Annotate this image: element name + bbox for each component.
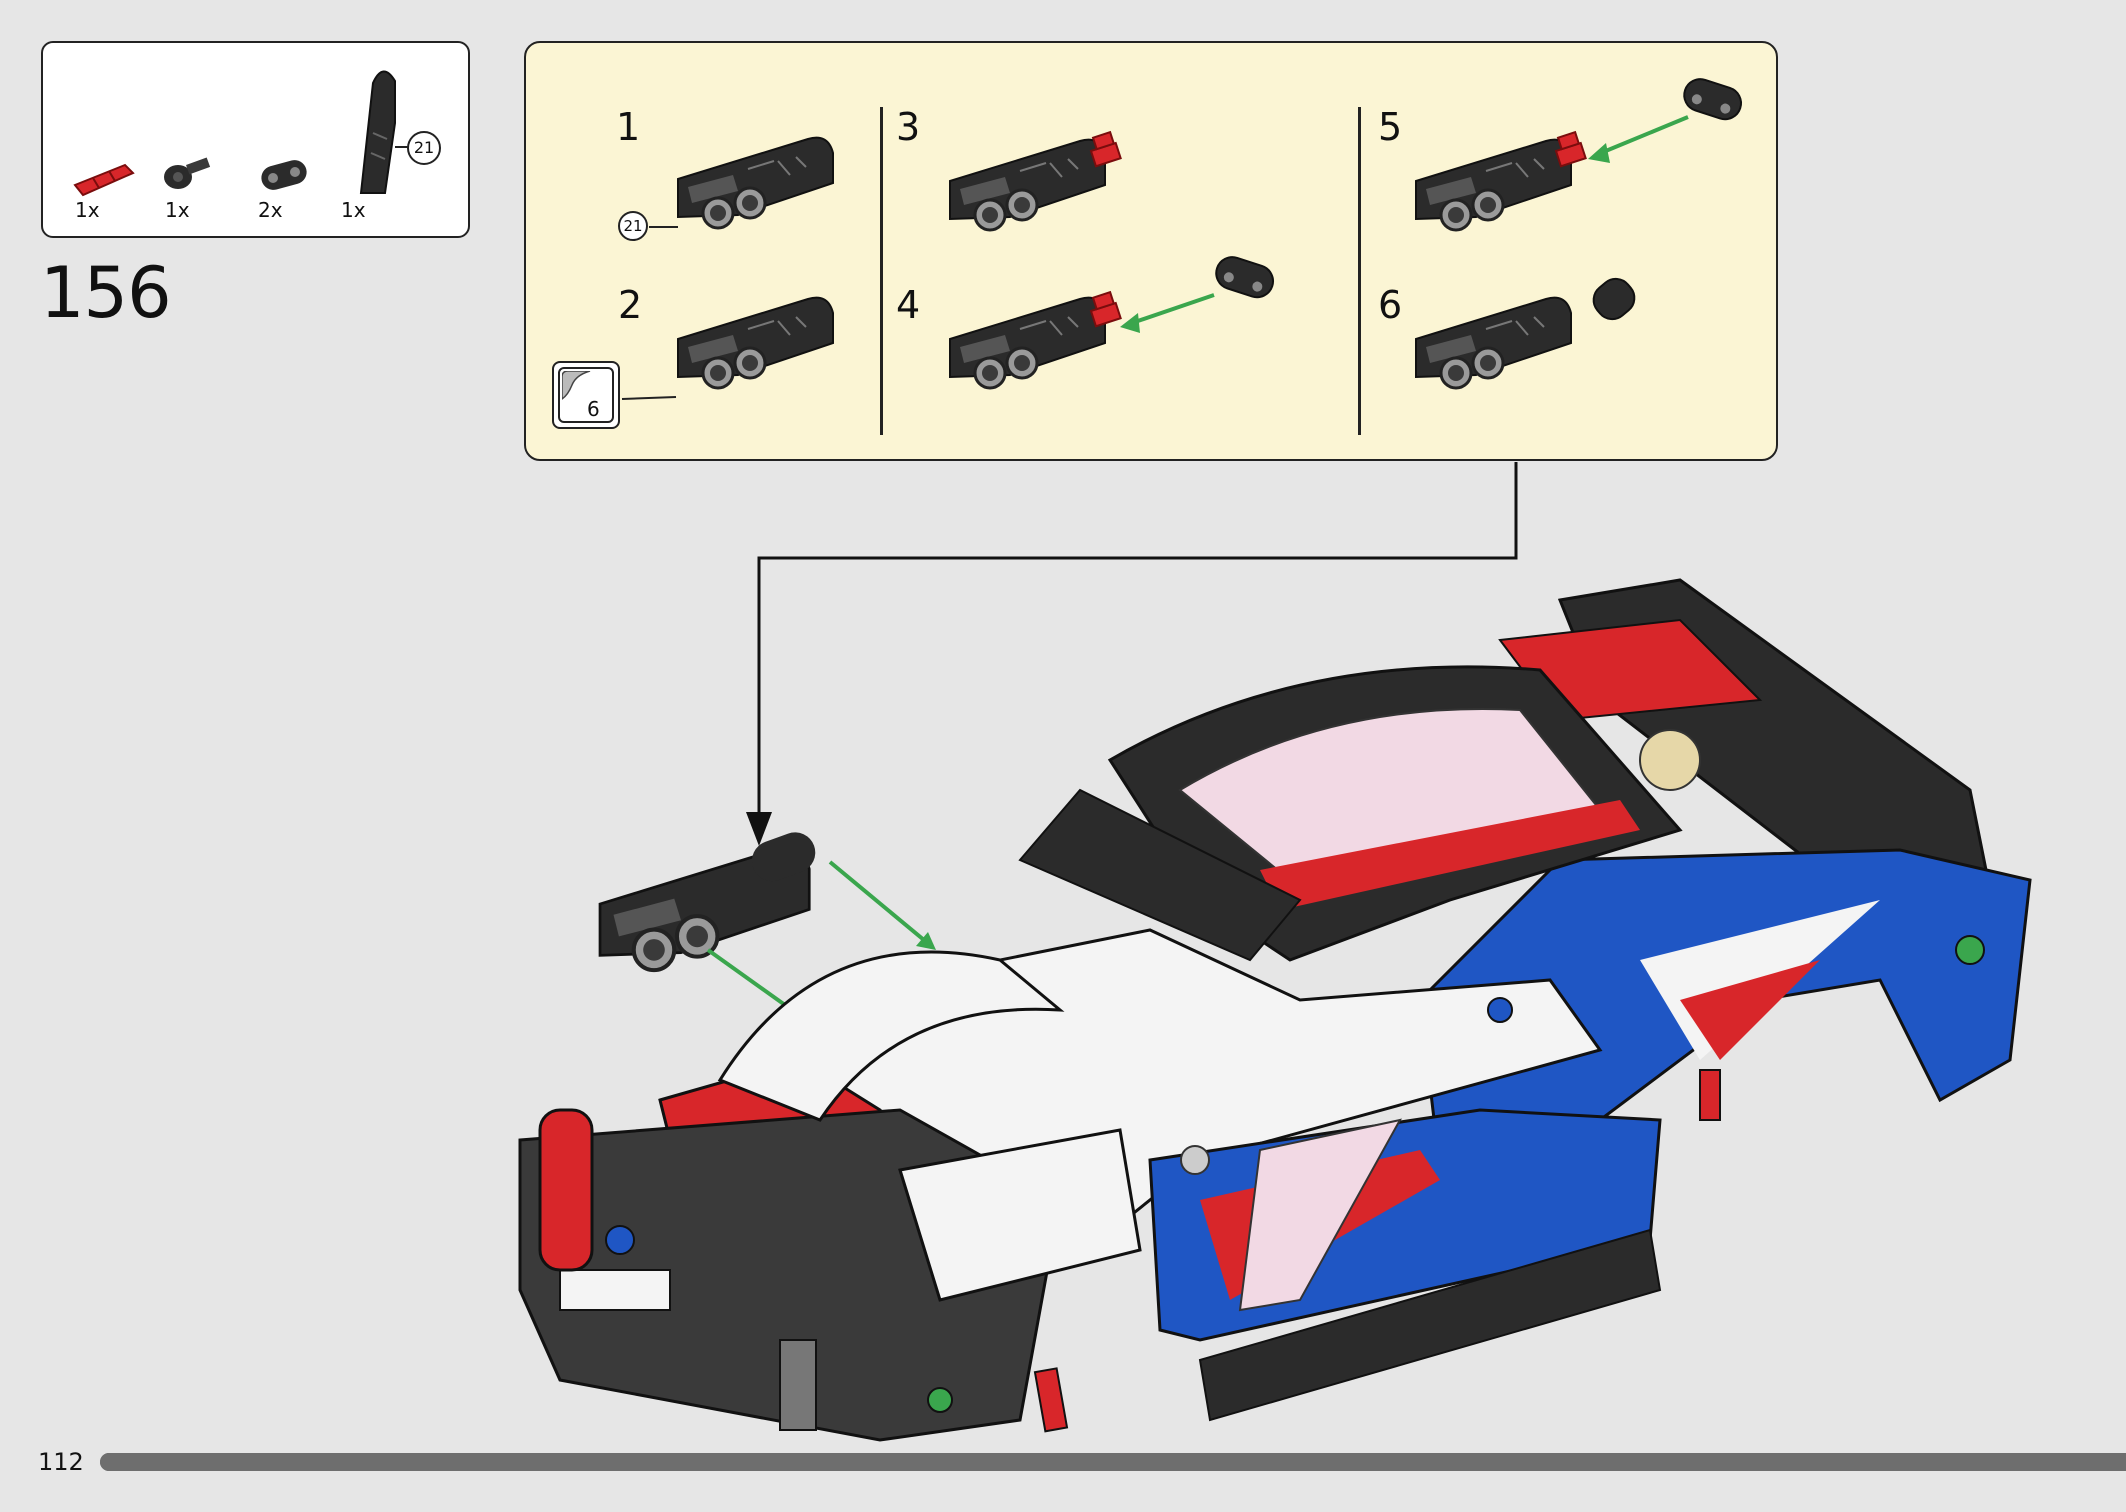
callout-pointer-line (757, 462, 1518, 820)
qty-black-liftarm: 2x (258, 198, 283, 222)
multiplier-inner: 6 (558, 367, 614, 423)
callout-pointer-arrow (746, 812, 772, 846)
substep-number-3: 3 (896, 105, 921, 149)
part-ref-circle: 21 (407, 131, 441, 165)
multiplier-count: 6 (587, 397, 600, 421)
progress-fill (100, 1453, 2076, 1471)
multiplier-tile: 6 (552, 361, 620, 429)
black-panel-icon (359, 70, 409, 194)
callout-drawings (621, 74, 1747, 400)
qty-black-bush-pin: 1x (165, 198, 190, 222)
page-number: 112 (38, 1448, 84, 1476)
callout-divider-2 (1358, 107, 1361, 435)
page-curl-icon (562, 371, 591, 400)
step-number: 156 (40, 252, 172, 334)
substep-number-6: 6 (1378, 283, 1403, 327)
race-car-model (518, 578, 2032, 1442)
parts-icons (73, 70, 409, 197)
callout-divider-1 (880, 107, 883, 435)
progress-bar (100, 1453, 2126, 1471)
substep-number-5: 5 (1378, 105, 1403, 149)
sub-assembly-callout: 1 2 3 4 5 6 21 6 (524, 41, 1778, 461)
red-axle-connector-icon (73, 163, 135, 197)
black-liftarm-icon (261, 160, 307, 190)
parts-list: 1x 1x 2x 1x 21 (41, 41, 470, 238)
black-bush-pin-icon (164, 157, 211, 189)
substep-number-2: 2 (618, 283, 643, 327)
qty-red-axle-connector: 1x (75, 198, 100, 222)
qty-black-panel: 1x (341, 198, 366, 222)
placement-arrow-2 (828, 860, 932, 947)
substep-number-1: 1 (616, 105, 641, 149)
subassembly-placement (598, 832, 816, 973)
substep-ref-circle: 21 (618, 211, 648, 241)
substep-number-4: 4 (896, 283, 921, 327)
